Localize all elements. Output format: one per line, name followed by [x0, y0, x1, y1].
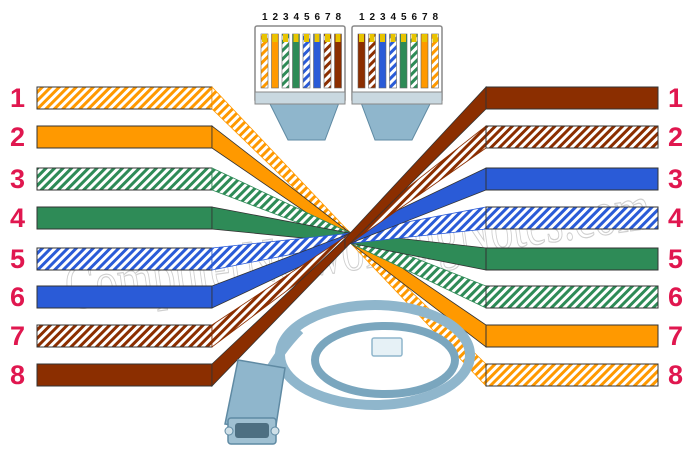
pin-contact — [304, 34, 309, 42]
left-pin-numbers: 1 2 3 4 5 6 7 8 — [10, 83, 25, 390]
pin-contact — [422, 34, 427, 42]
wire-right-segment-3 — [485, 167, 659, 191]
wire-left-segment-5 — [36, 247, 213, 271]
right-pin-number: 6 — [668, 282, 683, 312]
left-pin-number: 2 — [10, 122, 25, 152]
connector-pin-label: 5 — [304, 12, 310, 23]
console-cable-illustration — [224, 300, 475, 445]
pin-contact — [335, 34, 341, 42]
connector-pin-label: 3 — [283, 12, 289, 23]
left-pin-number: 1 — [10, 83, 25, 113]
pin-contact — [359, 34, 364, 42]
wire-left-segment-7 — [36, 324, 213, 348]
connector-pin-label: 2 — [273, 12, 279, 23]
pin-strip-7 — [368, 33, 376, 89]
connector-pin-label: 1 — [359, 12, 365, 23]
connector-pin-label: 6 — [412, 12, 418, 23]
right-pin-number: 4 — [668, 203, 683, 233]
pin-contact — [283, 34, 288, 42]
wire-left-segment-6 — [36, 285, 213, 309]
right-pin-numbers: 1 2 3 4 5 6 7 8 — [668, 83, 683, 390]
connector-pin-label: 3 — [380, 12, 386, 23]
pin-strip-1 — [431, 33, 439, 89]
pin-strip-4 — [292, 33, 300, 89]
left-pin-number: 5 — [10, 244, 25, 274]
wire-right-segment-5 — [485, 247, 659, 271]
connector-pin-label: 1 — [262, 12, 268, 23]
wire-left-segment-8 — [36, 363, 213, 387]
pin-contact — [390, 34, 396, 42]
connector-pin-label: 7 — [325, 12, 331, 23]
pin-contact — [380, 34, 385, 42]
db9-connector — [224, 359, 286, 445]
connector-pin-label: 6 — [315, 12, 321, 23]
connector-pin-label: 4 — [391, 12, 397, 23]
pin-strips-left — [260, 33, 342, 89]
wire-right-segment-2 — [485, 125, 659, 149]
connector-pin-label: 7 — [422, 12, 428, 23]
connector-pin-label: 2 — [370, 12, 376, 23]
pin-contact — [432, 34, 438, 42]
left-pin-number: 8 — [10, 360, 25, 390]
pin-strips-right — [357, 33, 439, 89]
pin-strip-5 — [389, 33, 397, 89]
left-pin-number: 7 — [10, 321, 25, 351]
right-pin-number: 5 — [668, 244, 683, 274]
pin-strip-1 — [260, 33, 269, 89]
right-pin-number: 7 — [668, 321, 683, 351]
pin-contact — [325, 34, 330, 42]
right-pin-number: 2 — [668, 122, 683, 152]
pin-contact — [293, 34, 299, 42]
pin-strip-2 — [420, 33, 429, 89]
pin-contact — [411, 34, 417, 42]
right-pin-number: 3 — [668, 164, 683, 194]
right-pin-number: 1 — [668, 83, 683, 113]
wire-left-segment-1 — [36, 86, 213, 110]
pin-strip-6 — [313, 33, 321, 89]
pin-contact — [369, 34, 375, 42]
pin-contact — [272, 34, 278, 42]
wire-left-segment-3 — [36, 167, 213, 191]
wire-right-segment-7 — [485, 324, 659, 348]
left-pin-number: 3 — [10, 164, 25, 194]
pin-strip-3 — [410, 33, 418, 89]
pin-strip-8 — [334, 33, 342, 89]
connector-pin-label: 4 — [294, 12, 300, 23]
pin-strip-7 — [323, 33, 332, 89]
pin-strip-2 — [271, 33, 279, 89]
connector-pin-label: 8 — [433, 12, 439, 23]
wire-right-segment-1 — [485, 86, 659, 110]
left-pin-number: 4 — [10, 203, 25, 233]
connector-pin-label: 8 — [336, 12, 342, 23]
pin-strip-3 — [281, 33, 290, 89]
pin-strip-4 — [399, 33, 408, 89]
pin-strip-6 — [378, 33, 387, 89]
pin-contact — [401, 34, 406, 42]
pin-strip-8 — [357, 33, 366, 89]
pin-contact — [314, 34, 320, 42]
wire-right-segment-4 — [485, 206, 659, 230]
wire-right-segment-6 — [485, 285, 659, 309]
connector-pin-label: 5 — [401, 12, 407, 23]
pin-contact — [262, 34, 267, 42]
right-pin-number: 8 — [668, 360, 683, 390]
pin-strip-5 — [302, 33, 311, 89]
wire-left-segment-2 — [36, 125, 213, 149]
left-pin-number: 6 — [10, 282, 25, 312]
wire-left-segment-4 — [36, 206, 213, 230]
wire-right-segment-8 — [485, 363, 659, 387]
